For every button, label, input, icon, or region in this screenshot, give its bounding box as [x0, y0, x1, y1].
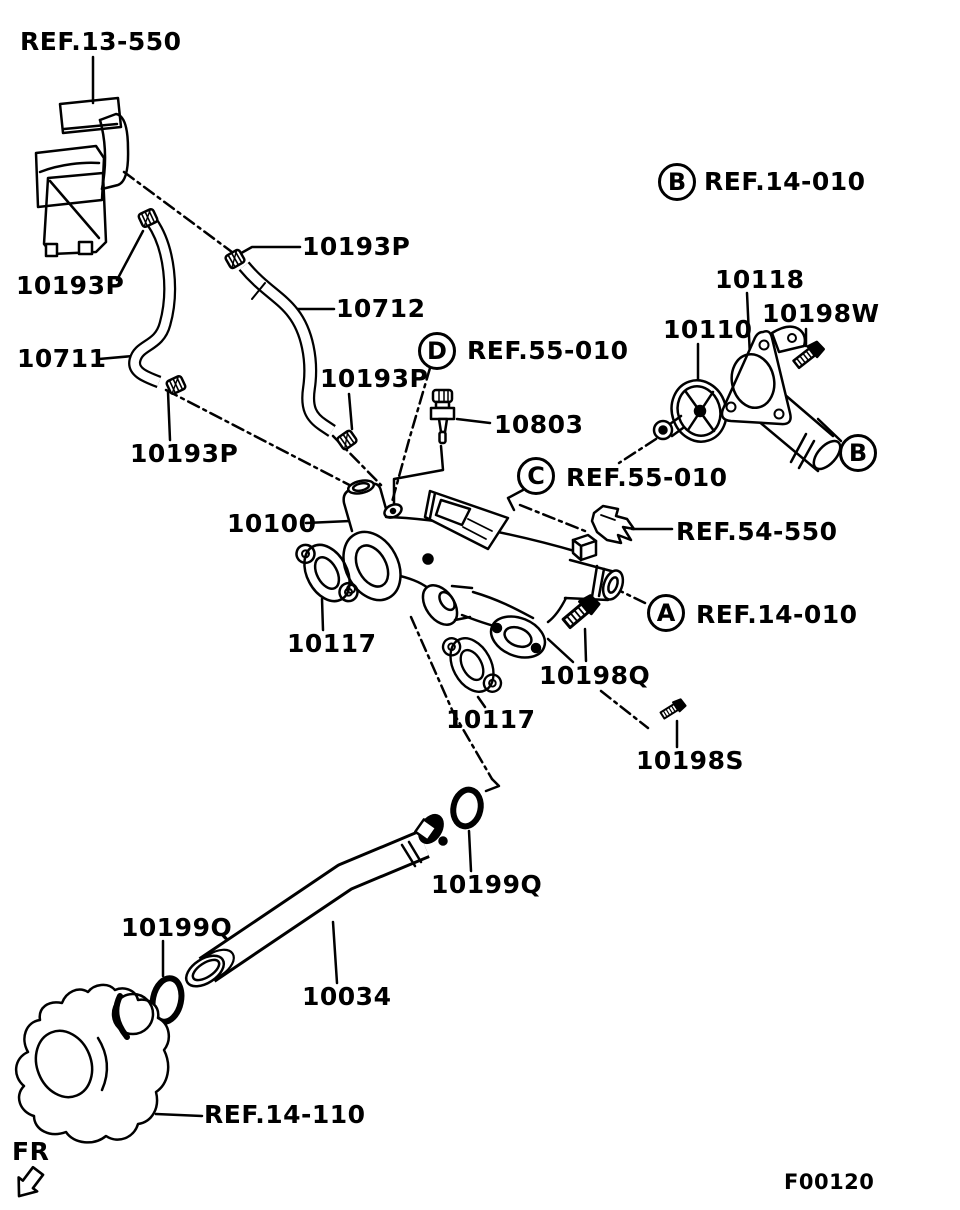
hose-10712-drawing	[238, 261, 336, 437]
water-inlet-pipe-10100-drawing	[342, 479, 625, 659]
gasket-10118-drawing	[720, 330, 792, 426]
oring-10199q-right-drawing	[450, 786, 484, 830]
bracket-ref-54-550-drawing	[590, 504, 636, 545]
leader-lines	[91, 55, 843, 1118]
fr-arrow	[17, 1165, 45, 1198]
assembly-dash-lines	[122, 170, 658, 781]
bolt-10198s-drawing	[658, 696, 688, 722]
sensor-10803-drawing	[429, 388, 456, 445]
pipe-10034-drawing	[184, 813, 448, 988]
outlet-housing-drawing	[755, 325, 842, 473]
hose-clamp-4	[335, 428, 359, 452]
water-pump-drawing	[15, 983, 171, 1144]
throttle-body-drawing	[34, 96, 130, 258]
hose-10711-drawing	[128, 218, 177, 389]
thermostat-10110-drawing	[652, 379, 728, 443]
